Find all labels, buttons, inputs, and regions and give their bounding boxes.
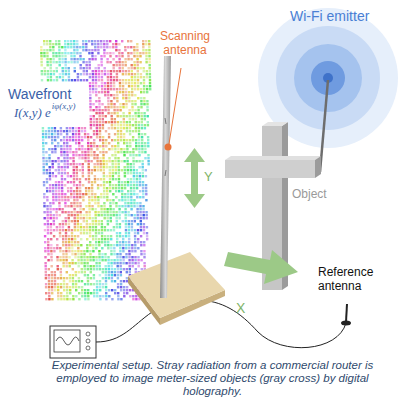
oscilloscope	[50, 326, 96, 358]
object-label: Object	[292, 188, 327, 202]
wavefront-label: Wavefront	[8, 86, 71, 102]
caption: Experimental setup. Stray radiation from…	[40, 359, 385, 398]
formula: I(x,y) e	[14, 106, 51, 121]
y-arrow	[184, 148, 205, 208]
reference-label: Reference antenna	[318, 266, 396, 294]
emitter-label: Wi-Fi emitter	[290, 8, 369, 24]
antenna-base	[128, 252, 225, 325]
reference-antenna	[341, 304, 351, 326]
formula-exponent: iφ(x,y)	[52, 101, 76, 111]
wavefront-pattern	[40, 40, 151, 300]
axis-label: X	[236, 300, 245, 316]
cross-object	[225, 122, 321, 290]
cable	[96, 296, 346, 348]
scanning-antenna	[160, 56, 181, 298]
x-arrow	[224, 250, 298, 284]
antenna-label: Scanning antenna	[150, 30, 220, 58]
axis-label: Y	[204, 170, 213, 185]
